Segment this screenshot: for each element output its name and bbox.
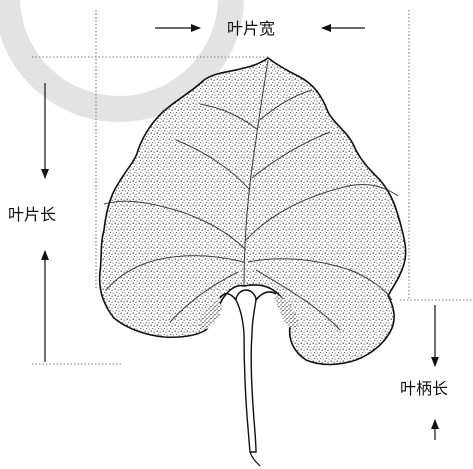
petiole-tip [250,452,260,466]
petiole [220,290,276,466]
leaf-length-label: 叶片长 [8,207,56,223]
leaf-width-label: 叶片宽 [227,21,275,37]
petiole-base-curl-right [256,292,276,300]
petiole-length-label: 叶柄长 [400,381,448,397]
petiole-stem [236,290,256,452]
